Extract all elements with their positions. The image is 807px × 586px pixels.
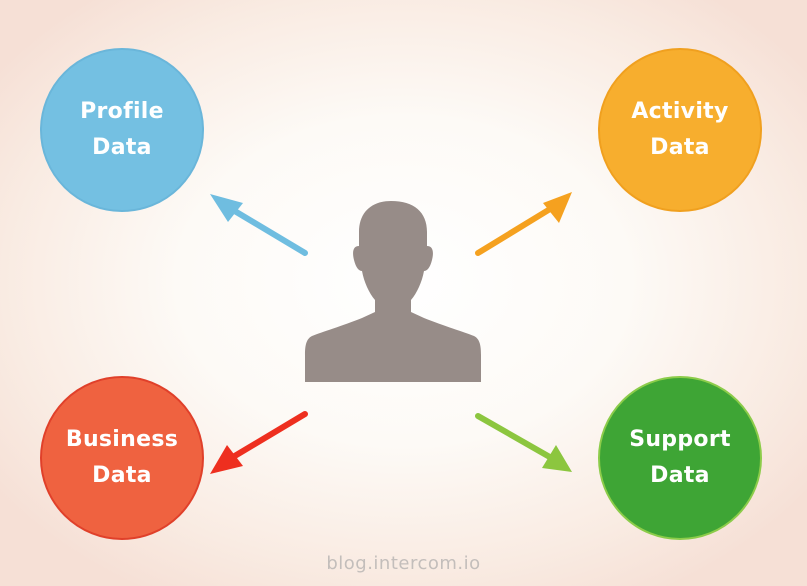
node-support-line2: Data — [650, 463, 710, 488]
arrow-to-activity — [475, 192, 572, 256]
node-business-data: Business Data — [40, 376, 204, 540]
node-profile-line1: Profile — [80, 99, 164, 124]
node-support-data: Support Data — [598, 376, 762, 540]
arrow-to-business — [210, 411, 308, 474]
node-support-line1: Support — [629, 427, 731, 452]
node-activity-data: Activity Data — [598, 48, 762, 212]
arrow-to-profile — [210, 194, 308, 256]
node-business-line1: Business — [65, 427, 179, 452]
node-profile-line2: Data — [92, 135, 152, 160]
node-business-line2: Data — [92, 463, 152, 488]
watermark-text: blog.intercom.io — [326, 553, 481, 574]
arrow-to-support — [475, 413, 572, 472]
node-activity-line2: Data — [650, 135, 710, 160]
node-profile-data: Profile Data — [40, 48, 204, 212]
node-activity-line1: Activity — [631, 99, 729, 124]
user-silhouette-icon — [305, 201, 481, 382]
